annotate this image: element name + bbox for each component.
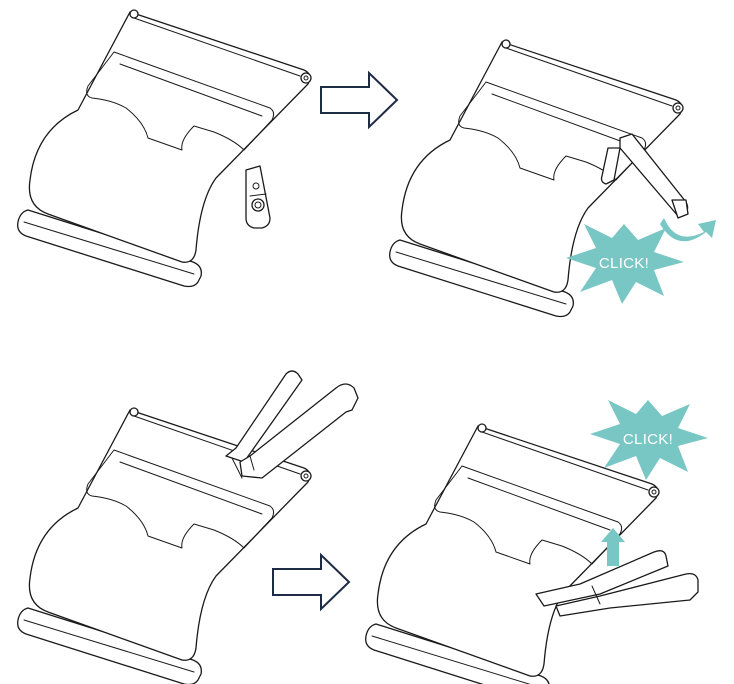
step-arrow-2 [273,555,349,609]
click-burst-2: CLICK! [590,400,708,480]
click-burst-1: CLICK! [566,224,684,304]
click-burst-label: CLICK! [599,255,649,272]
click-burst-label: CLICK! [623,431,673,448]
panel-1-folded-stand [18,10,311,287]
folded-leg [246,166,270,228]
step-arrow-1 [321,73,397,127]
curved-rotate-arrow-icon [660,218,716,241]
raised-legs [226,371,358,478]
